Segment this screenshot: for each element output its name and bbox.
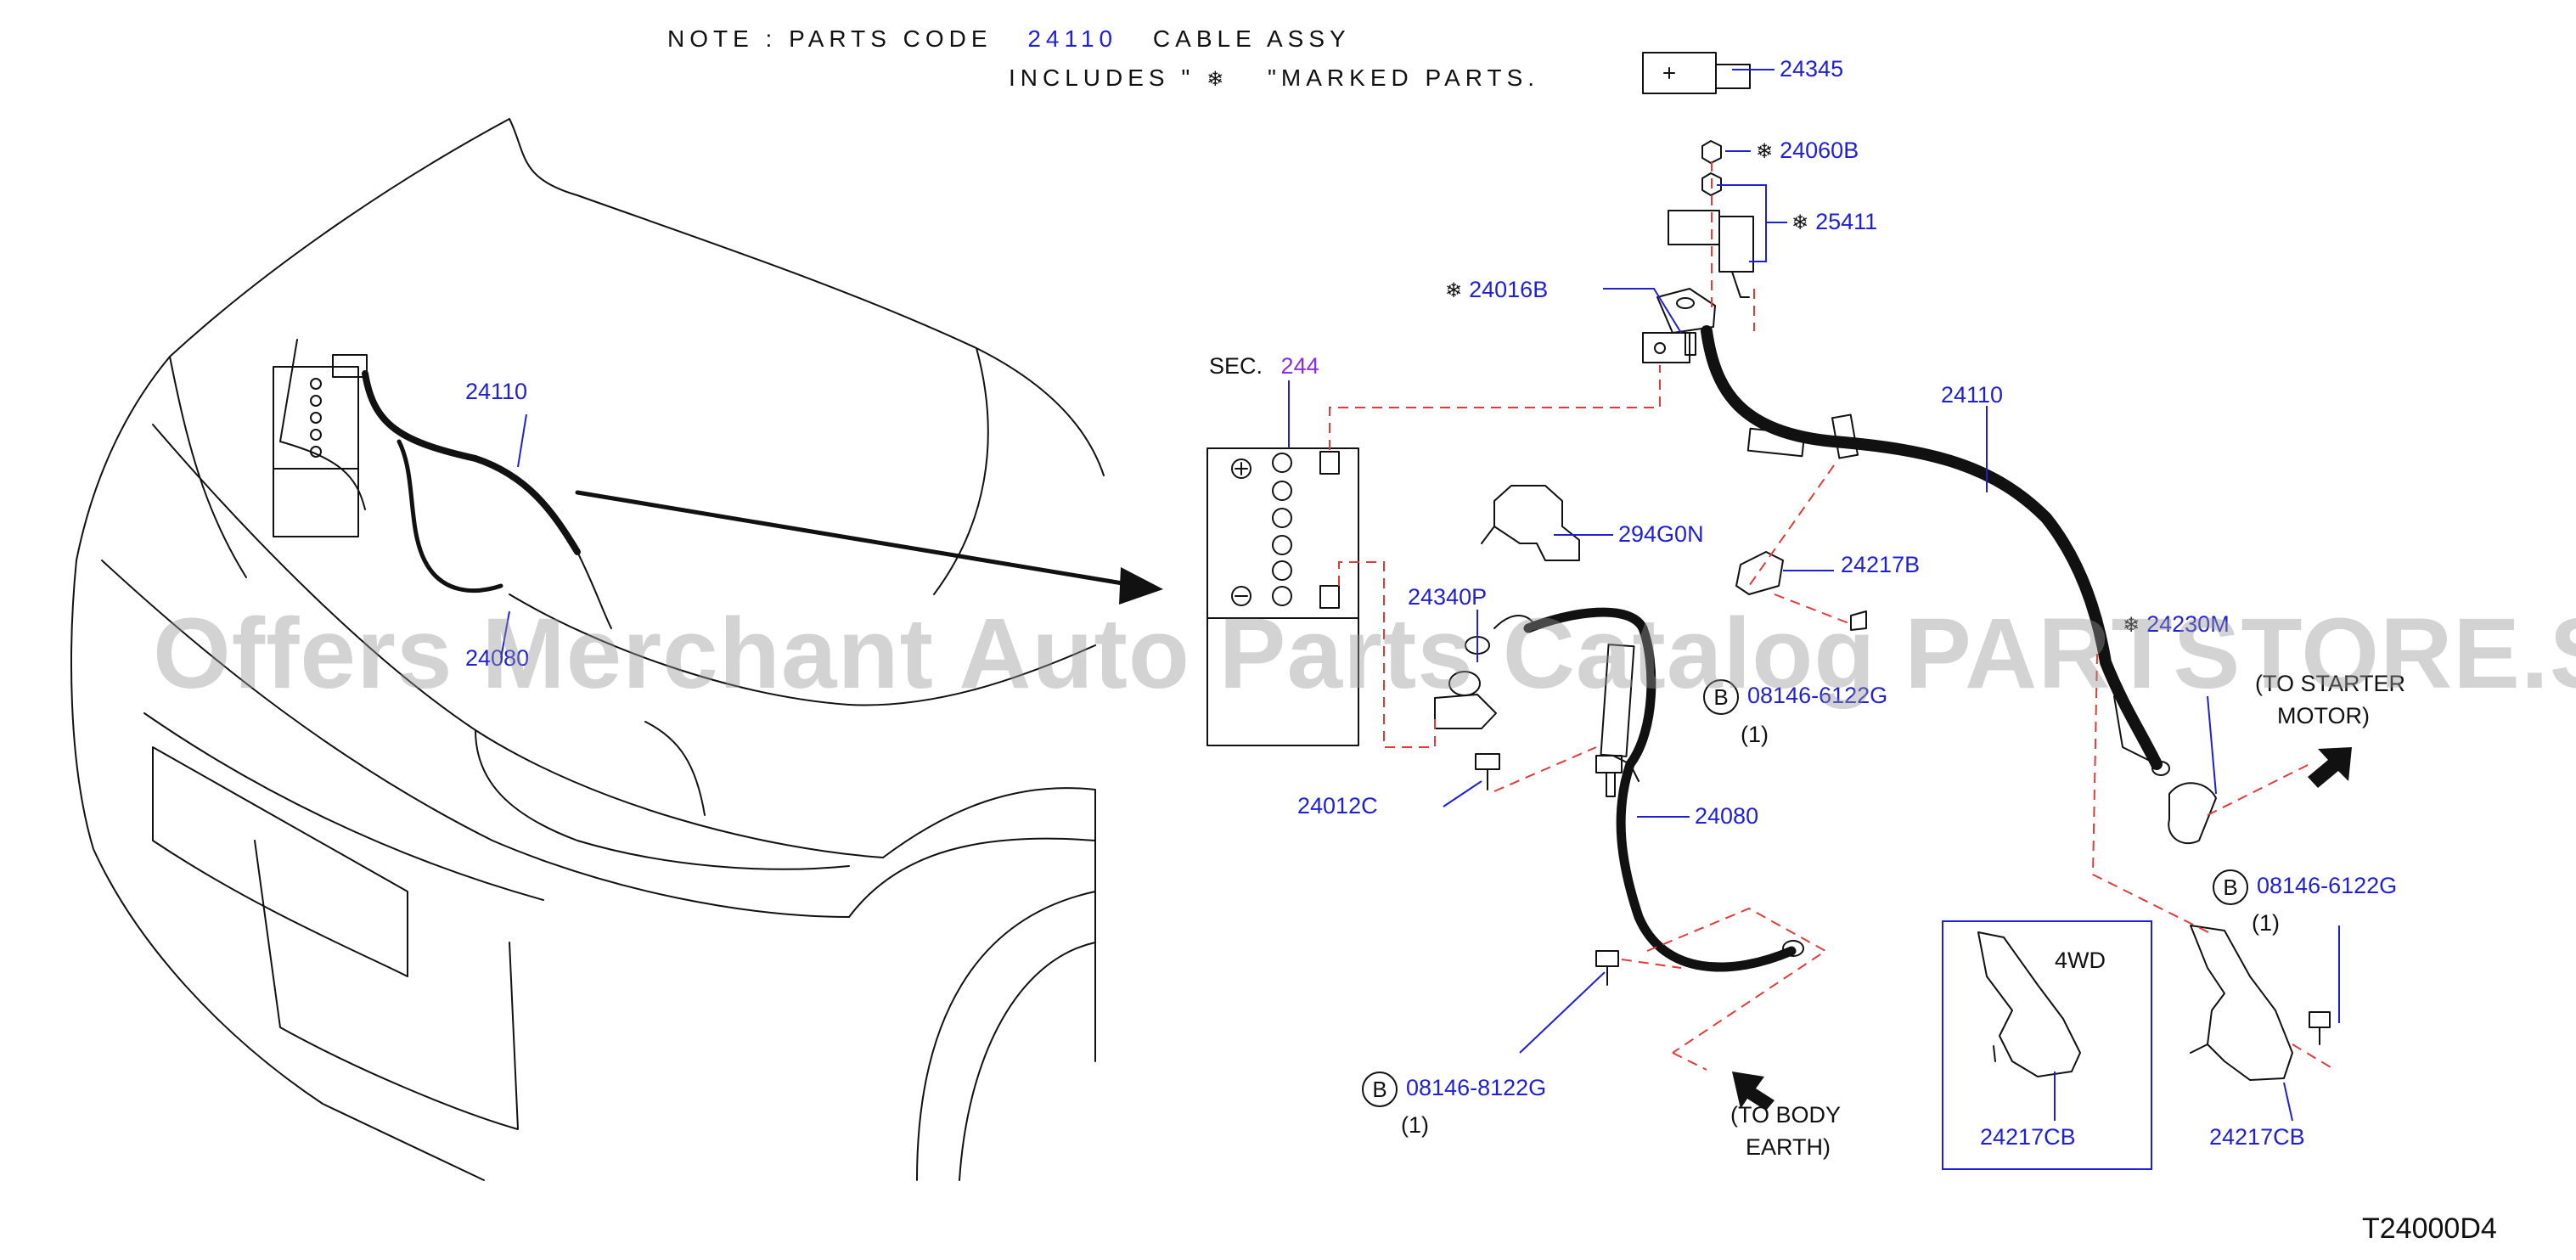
vehicle-outline [70,118,1105,1181]
callout-24230m: ❄24230M [2123,613,2230,636]
diagram-id: T24000D4 [2362,1212,2497,1245]
callout-08146-6122g-b: B 08146-6122G [2213,869,2397,905]
overview-battery [273,354,368,537]
watermark-text: Offers Merchant Auto Parts Catalog PARTS… [153,598,2576,710]
callout-24080[interactable]: 24080 [1695,803,1759,829]
callout-24110[interactable]: 24110 [1941,382,2004,408]
callout-24012c[interactable]: 24012C [1297,793,1378,818]
note-line-1: NOTE : PARTS CODE 24110 CABLE ASSY [667,25,1351,53]
circle-b-marker: B [1362,1072,1398,1107]
destination-body-line-1: (TO BODY [1730,1102,1842,1128]
section-number[interactable]: 244 [1280,353,1319,379]
section-label: SEC. [1209,353,1263,379]
callout-08146-8122g: B 08146-8122G [1362,1072,1546,1107]
variant-4wd-frame [1942,920,2152,1170]
circle-b-marker: B [1703,679,1739,715]
callout-08146-6122g-a: B 08146-6122G [1703,679,1887,715]
callout-24217cb-4wd[interactable]: 24217CB [1980,1124,2076,1150]
detail-battery [1206,447,1359,746]
note-marked-parts: "MARKED PARTS. [1267,65,1540,91]
note-includes: INCLUDES " [1009,65,1195,91]
quantity-b: (1) [2252,910,2280,936]
part-number[interactable]: 24060B [1780,138,1859,163]
destination-body-line-2: EARTH) [1746,1134,1831,1160]
callout-24340p[interactable]: 24340P [1408,584,1488,610]
note-cable-label: CABLE ASSY [1152,25,1351,52]
callout-24060b: ❄24060B [1756,139,1859,162]
quantity-a: (1) [1741,722,1769,747]
quantity-c: (1) [1401,1112,1429,1138]
callout-24016b: ❄24016B [1445,278,1548,301]
callout-24110-overview[interactable]: 24110 [465,379,528,404]
mark-icon: ❄ [1445,278,1463,302]
mark-icon: ❄ [1756,139,1774,163]
callout-24345[interactable]: 24345 [1780,56,1844,82]
circle-b-marker: B [2213,869,2248,905]
mark-icon: ❄ [1791,211,1809,234]
destination-starter-line-2: MOTOR) [2277,703,2370,728]
callout-25411: ❄ 25411 [1791,211,1877,233]
section-ref: SEC. 244 [1209,355,1319,378]
mark-icon: ❄ [2123,613,2140,637]
mark-icon: ❄ [1206,67,1229,91]
note-line-2: INCLUDES " ❄ "MARKED PARTS. [1009,65,1539,92]
part-number[interactable]: 25411 [1815,209,1878,234]
part-number[interactable]: 08146-8122G [1406,1075,1547,1101]
callout-24217b[interactable]: 24217B [1841,552,1921,577]
callout-294g0n[interactable]: 294G0N [1618,521,1704,547]
part-number[interactable]: 24230M [2146,611,2230,637]
destination-starter-line-1: (TO STARTER [2255,671,2406,696]
terminal-24345 [1642,52,1751,94]
callout-24080-overview[interactable]: 24080 [465,645,530,671]
callout-24217cb[interactable]: 24217CB [2209,1124,2305,1150]
note-parts-code[interactable]: 24110 [1027,25,1118,52]
variant-label-4wd: 4WD [2055,948,2106,973]
part-number[interactable]: 24016B [1469,277,1549,302]
part-number[interactable]: 08146-6122G [1747,683,1888,709]
note-prefix: NOTE : PARTS CODE [667,25,993,52]
part-number[interactable]: 08146-6122G [2257,873,2398,899]
